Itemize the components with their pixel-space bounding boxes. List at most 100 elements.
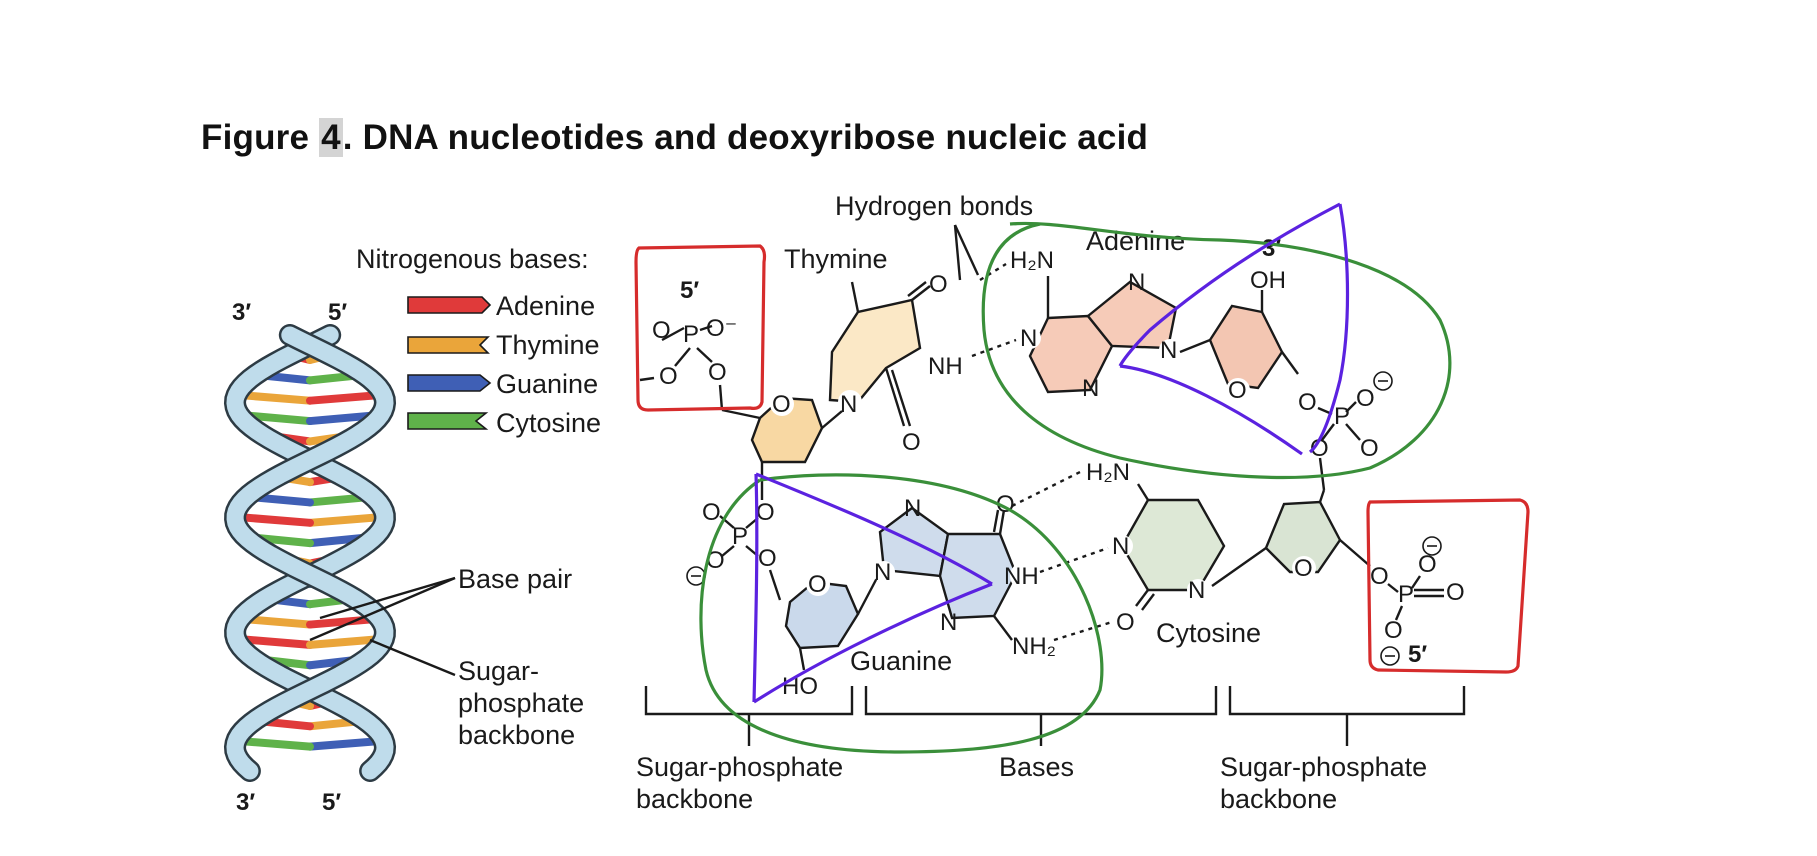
- left-backbone-label-2: backbone: [636, 784, 753, 814]
- hydrogen-bond: [971, 338, 1017, 358]
- nitrogen-atom: N: [940, 609, 957, 636]
- bottom-right-phosphate: O P O O O 5′: [1370, 536, 1465, 668]
- bond: [1281, 351, 1299, 375]
- helix-top-left-end: 3′: [232, 299, 251, 326]
- glycosidic-bond: [1211, 547, 1267, 587]
- left-bracket: [644, 686, 854, 716]
- base-pair-label: Base pair: [458, 564, 572, 594]
- hbond-pointer-1: [953, 224, 962, 281]
- helix-top-right-end: 5′: [328, 299, 347, 326]
- hydroxyl-group: OH: [1250, 267, 1286, 294]
- bond: [699, 324, 713, 332]
- nitrogen-atom: N: [1082, 375, 1099, 402]
- left-phosphate: O P O O O: [686, 478, 782, 601]
- amino-group: H₂N: [1086, 459, 1130, 486]
- sugar-ring: [1208, 304, 1284, 390]
- legend-label-cytosine: Cytosine: [496, 408, 601, 438]
- helix-backbone-label-1: Sugar-: [458, 656, 539, 686]
- phosphorus-atom: P: [732, 523, 748, 550]
- adenine-swatch: [407, 296, 492, 314]
- guanine-sugar: O HO: [782, 571, 880, 700]
- bond: [721, 408, 761, 420]
- cytosine-sugar: O: [1264, 489, 1371, 582]
- legend-item-guanine: Guanine: [407, 369, 598, 399]
- bond: [1345, 423, 1361, 441]
- backbone-pointer: [369, 638, 456, 677]
- nitrogen-atom: N: [1188, 577, 1205, 604]
- guanine-swatch: [407, 374, 492, 392]
- cytosine-base: N N H₂N O Cytosine: [1011, 459, 1267, 648]
- red-box-top-left: [634, 244, 767, 412]
- carbonyl-bond: [1141, 593, 1155, 611]
- nitrogen-atom: N: [840, 391, 857, 418]
- bond: [719, 515, 735, 529]
- helix-backbones: [223, 324, 397, 782]
- carbonyl-bond: [992, 509, 1000, 533]
- legend-label-adenine: Adenine: [496, 291, 595, 321]
- right-backbone-label-2: backbone: [1220, 784, 1337, 814]
- atom-bg: [1159, 339, 1181, 361]
- oxygen-atom: O: [1370, 563, 1389, 590]
- legend-label-thymine: Thymine: [496, 330, 600, 360]
- bond: [639, 376, 655, 382]
- bases-label: Bases: [999, 752, 1074, 782]
- oxygen-atom: O: [1418, 551, 1437, 578]
- helix-base-pair-half: [306, 512, 389, 527]
- helix-strand-fill: [226, 326, 394, 780]
- helix-backbone-label-2: phosphate: [458, 688, 584, 718]
- oxygen-atom: O: [1294, 555, 1313, 582]
- blue-triangle-guanine: [752, 472, 993, 704]
- negative-charge: [1373, 371, 1393, 391]
- phosphorus-atom: P: [1334, 403, 1350, 430]
- ring-oxygen-bg: [770, 392, 794, 416]
- bond: [1345, 401, 1357, 413]
- oxygen-atom: O: [1228, 377, 1247, 404]
- oxygen-atom: O: [758, 545, 777, 572]
- hydrogen-bond: [1053, 620, 1113, 642]
- helix-bottom-right-end: 5′: [322, 789, 341, 816]
- amino-group: H₂N: [1010, 247, 1054, 274]
- nitrogen-atom: N: [1160, 337, 1177, 364]
- bond: [768, 569, 782, 601]
- figure-number-highlight: 4: [319, 118, 343, 157]
- hydrogen-bond: [979, 262, 1007, 282]
- amino-bond: [993, 615, 1013, 641]
- bond: [1411, 575, 1421, 589]
- top-3-prime-label: 3′: [1262, 235, 1281, 262]
- left-backbone-label-1: Sugar-phosphate: [636, 752, 843, 782]
- hydrogen-bond: [1011, 468, 1085, 508]
- bond: [696, 347, 713, 363]
- glycosidic-bond: [856, 575, 880, 615]
- atom-bg: [1187, 579, 1209, 601]
- bond: [674, 347, 691, 367]
- nh-group: NH: [928, 353, 963, 380]
- hydrogen-bond: [1039, 546, 1109, 574]
- base-pair-pointer-1: [319, 576, 456, 620]
- cytosine-label: Cytosine: [1156, 618, 1261, 648]
- thymine-sugar: O: [750, 391, 849, 478]
- cytosine-ring: [1120, 498, 1226, 592]
- top-5-prime-label: 5′: [680, 277, 699, 304]
- helix-base-pair-half: [233, 634, 314, 649]
- nitrogen-atom: N: [874, 559, 891, 586]
- oxygen-atom: O⁻: [706, 315, 737, 342]
- atom-bg: [932, 352, 960, 380]
- middle-bracket: [864, 686, 1218, 716]
- thymine-label: Thymine: [784, 244, 888, 274]
- helix-base-pair-half: [231, 512, 314, 527]
- oxygen-atom: O: [652, 317, 671, 344]
- oxygen-atom: O: [702, 499, 721, 526]
- adenine-sugar: O OH 3′ O P O O O: [1179, 235, 1393, 491]
- bond: [1321, 423, 1335, 441]
- oxygen-atom: O: [772, 391, 791, 418]
- legend-label-guanine: Guanine: [496, 369, 598, 399]
- molecular-structure: Hydrogen bonds 5′ P O O⁻ O O O: [636, 191, 1466, 814]
- carbonyl-bond: [907, 281, 927, 297]
- carbonyl-bond: [884, 367, 906, 427]
- negative-charge: [1380, 646, 1400, 666]
- glycosidic-bond: [1179, 338, 1211, 354]
- adenine-base: N N N N H₂N Adenine: [971, 226, 1185, 402]
- bond: [1318, 489, 1326, 503]
- carbonyl-bond: [911, 285, 931, 301]
